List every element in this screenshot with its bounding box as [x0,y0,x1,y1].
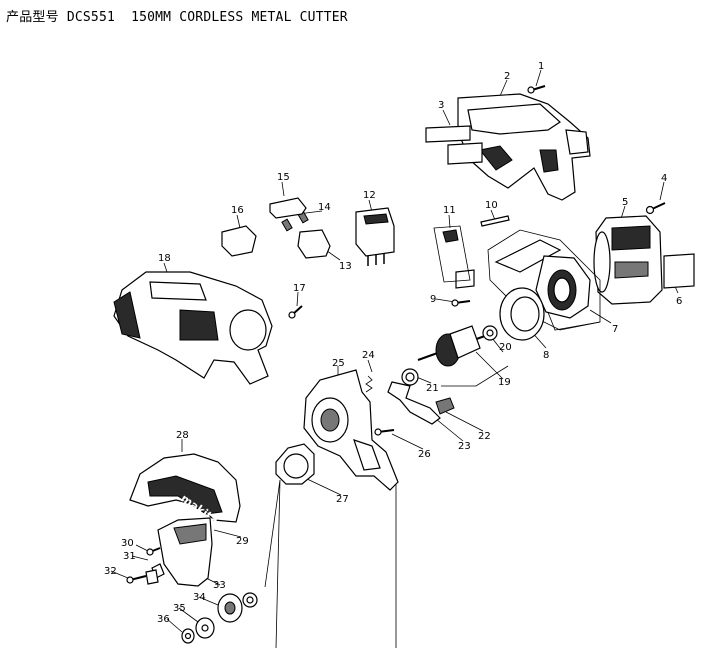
gear-housing-25 [303,369,399,491]
part-label-13: 13 [339,261,352,272]
part-label-31: 31 [123,551,136,562]
screw-1 [527,85,546,94]
part-label-23: 23 [458,441,471,452]
part-label-25: 25 [332,358,345,369]
part-label-35: 35 [173,603,186,614]
part-label-27: 27 [336,494,349,505]
part-label-10: 10 [485,200,498,211]
part-label-36: 36 [157,614,170,625]
bolt-32 [126,569,159,585]
part-label-26: 26 [418,449,431,460]
part-label-30: 30 [121,538,134,549]
screw-4 [645,202,666,215]
button-16 [221,225,257,257]
part-label-3: 3 [438,100,444,111]
lever-15 [269,197,307,219]
part-label-32: 32 [104,566,117,577]
lower-guard-29 [157,517,213,587]
page-title: 产品型号 DCS551 150MM CORDLESS METAL CUTTER [6,10,348,25]
bearing-20 [482,325,498,341]
part-label-22: 22 [478,431,491,442]
screw-9 [451,299,471,307]
part-label-15: 15 [277,172,290,183]
housing-2 [457,93,591,201]
part-label-34: 34 [193,592,206,603]
part-label-21: 21 [426,383,439,394]
part-label-33: 33 [213,580,226,591]
screw-26 [374,428,395,436]
part-33 [242,592,258,608]
part-label-28: 28 [176,430,189,441]
spring-14 [281,210,309,232]
part-label-19: 19 [498,377,511,388]
terminal-12 [355,207,395,266]
spring-24 [365,375,373,393]
lock-13 [297,229,331,259]
part-label-7: 7 [612,324,618,335]
part-label-14: 14 [318,202,331,213]
label-3 [425,125,483,165]
washer-36 [181,628,195,644]
flange-34 [217,593,243,623]
part-label-12: 12 [363,190,376,201]
part-label-24: 24 [362,350,375,361]
ring-8 [499,287,545,341]
sticker-6 [663,253,695,289]
button-22 [435,397,455,415]
housing-18 [113,271,273,385]
part-label-17: 17 [293,283,306,294]
part-label-20: 20 [499,342,512,353]
strip-10 [480,215,510,227]
nut-35 [195,617,215,639]
part-number-labels: 1 2 3 4 5 6 7 8 9 10 11 12 13 14 15 16 1… [104,61,682,625]
part-label-4: 4 [661,173,667,184]
part-label-2: 2 [504,71,510,82]
part-label-16: 16 [231,205,244,216]
part-label-9: 9 [430,294,436,305]
part-label-11: 11 [443,205,456,216]
switch-11 [433,225,475,289]
part-label-18: 18 [158,253,171,264]
part-label-5: 5 [622,197,628,208]
screw-30 [146,547,161,556]
screw-17 [288,305,303,319]
gasket-27 [275,443,315,485]
armature-19 [417,325,497,367]
blade-guard-28: makita [129,453,241,527]
motor-housing-5 [593,215,663,305]
lever-23 [387,381,441,425]
part-label-29: 29 [236,536,249,547]
part-label-1: 1 [538,61,544,72]
bearing-21 [401,368,419,386]
stator-group-7 [487,229,601,331]
part-label-8: 8 [543,350,549,361]
part-label-6: 6 [676,296,682,307]
